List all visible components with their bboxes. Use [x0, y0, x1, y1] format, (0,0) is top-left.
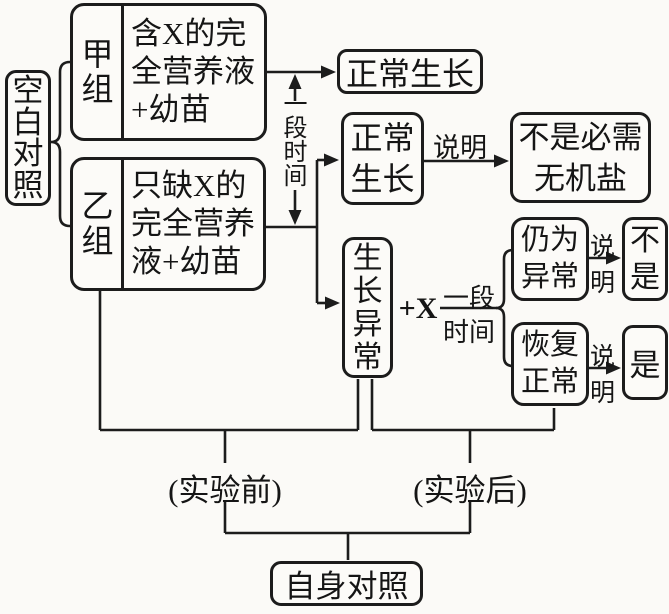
answer-no-box: 不 是	[622, 217, 668, 301]
brace-blank-control	[50, 60, 71, 228]
explain-label-3-bottom: 明	[589, 380, 615, 407]
group-b-label: 乙 组	[81, 188, 114, 259]
brace-plus-x-outcomes	[495, 248, 514, 368]
not-essential-salt-box: 不是必需 无机盐	[510, 112, 651, 203]
group-a-label: 甲 组	[81, 36, 114, 107]
self-control-box: 自身对照	[270, 561, 423, 606]
explain-label-3-top: 说	[589, 344, 615, 371]
abnormal-growth-box: 生 长 异 常	[342, 237, 393, 378]
group-a-box: 甲 组 含X的完 全营养液 +幼苗	[70, 3, 267, 141]
normal-growth-top-box: 正常生长	[337, 49, 483, 94]
arrow-head	[494, 154, 509, 168]
period2-denominator-label: 时间	[442, 318, 495, 347]
group-b-content: 只缺X的 完全营养 液+幼苗	[131, 168, 255, 279]
explain-label-2-top: 说	[589, 234, 615, 261]
arrow-head	[324, 153, 339, 167]
before-experiment-label: (实验前)	[168, 473, 282, 508]
arrow-head	[288, 74, 302, 89]
arrow-head	[321, 65, 336, 79]
restored-normal-box: 恢复 正常	[511, 322, 589, 406]
group-a-content: 含X的完 全营养液 +幼苗	[131, 16, 255, 127]
arrow-head	[606, 251, 621, 265]
arrow-head	[288, 210, 302, 225]
blank-control-box: 空 白 对 照	[5, 70, 51, 206]
after-experiment-label: (实验后)	[413, 473, 527, 508]
plus-x-label: +X	[398, 292, 438, 325]
arrow-head	[606, 361, 621, 375]
group-b-box: 乙 组 只缺X的 完全营养 液+幼苗	[70, 157, 266, 291]
normal-growth-mid-box: 正常 生长	[341, 112, 424, 205]
group-a-divider	[121, 5, 124, 139]
still-abnormal-box: 仍为 异常	[511, 217, 589, 301]
explain-label-2-bottom: 明	[589, 270, 615, 297]
group-b-divider	[121, 159, 124, 289]
explain-label-1: 说明	[433, 133, 487, 163]
arrow-head	[325, 296, 340, 310]
period-of-time-label-1: 一 段 时 间	[283, 92, 308, 190]
period2-numerator-label: 一段	[442, 284, 495, 313]
answer-yes-box: 是	[622, 325, 668, 400]
